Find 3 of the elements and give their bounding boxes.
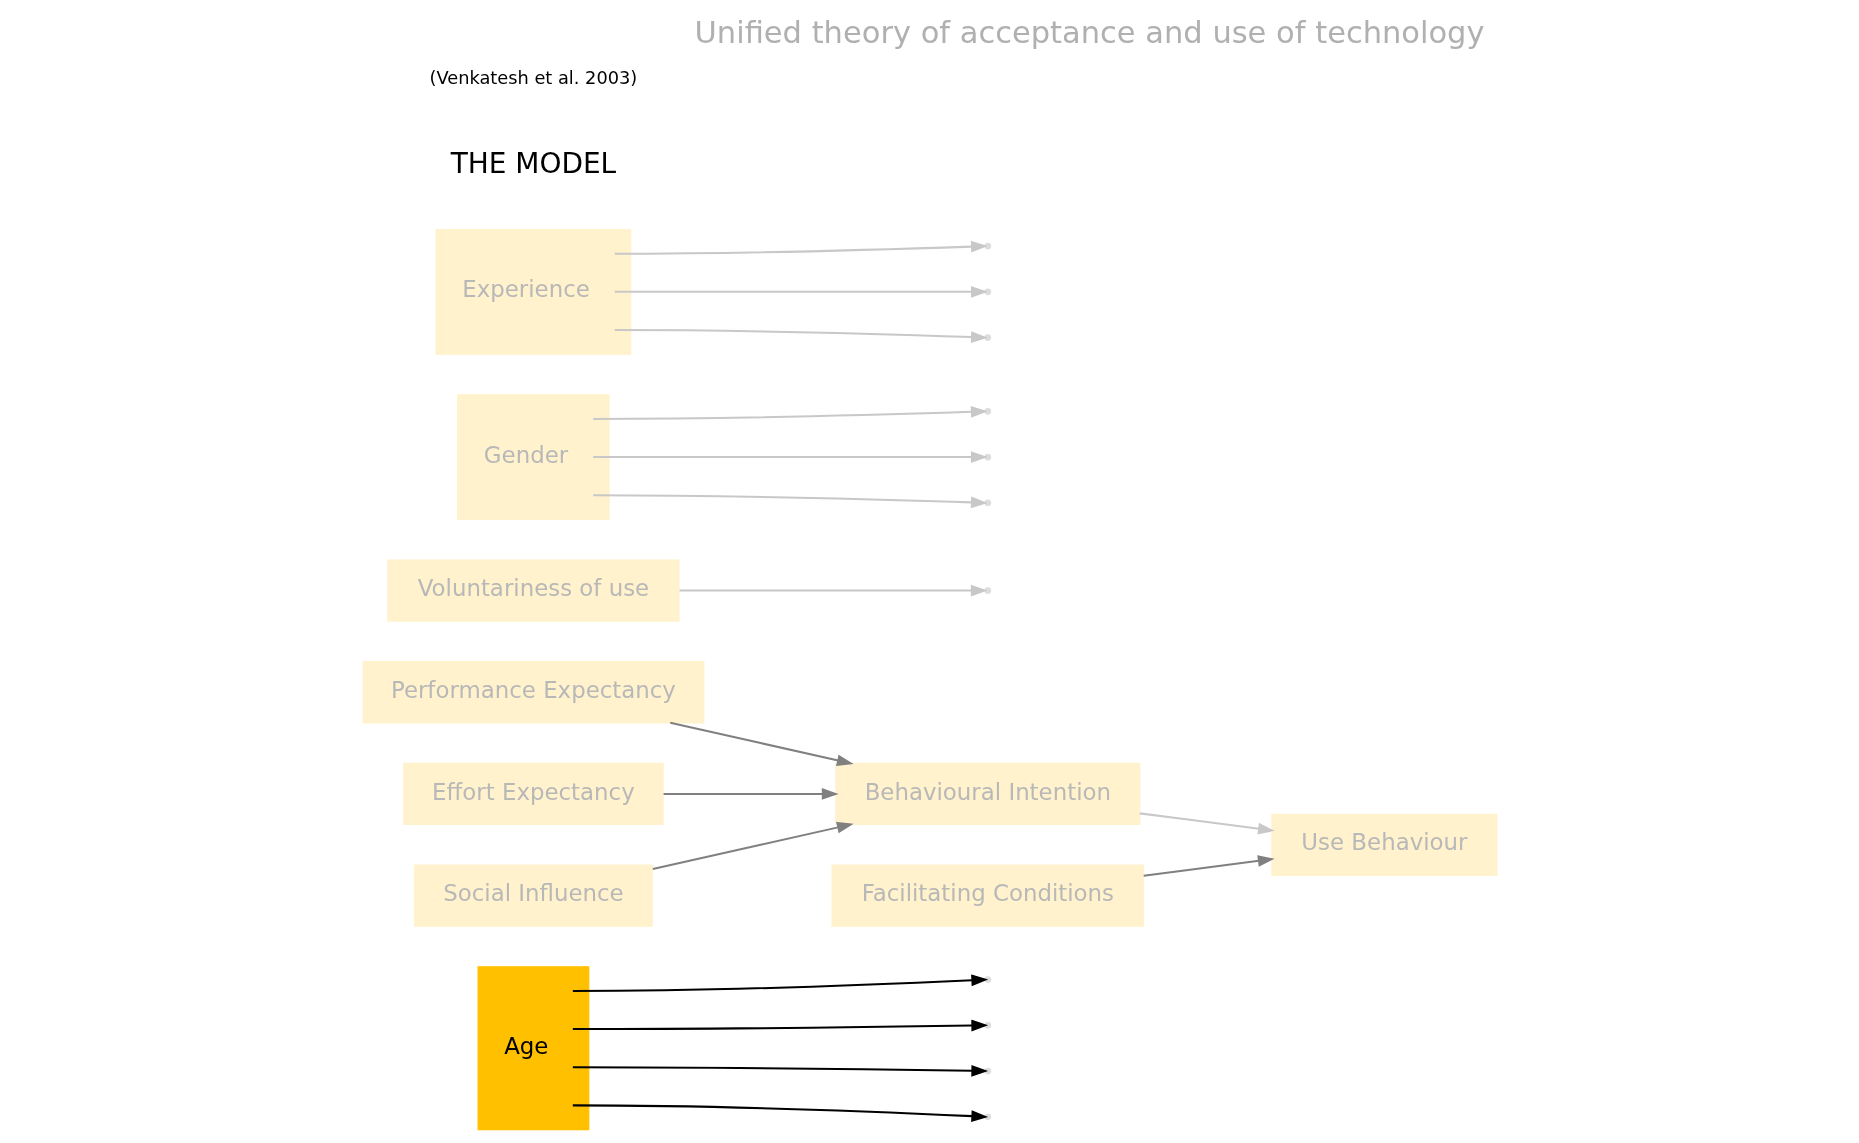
diagram-title: Unified theory of acceptance and use of technology xyxy=(694,14,1485,50)
label: (Venkatesh et al. 2003) xyxy=(429,67,637,89)
label: THE MODEL xyxy=(450,147,616,181)
